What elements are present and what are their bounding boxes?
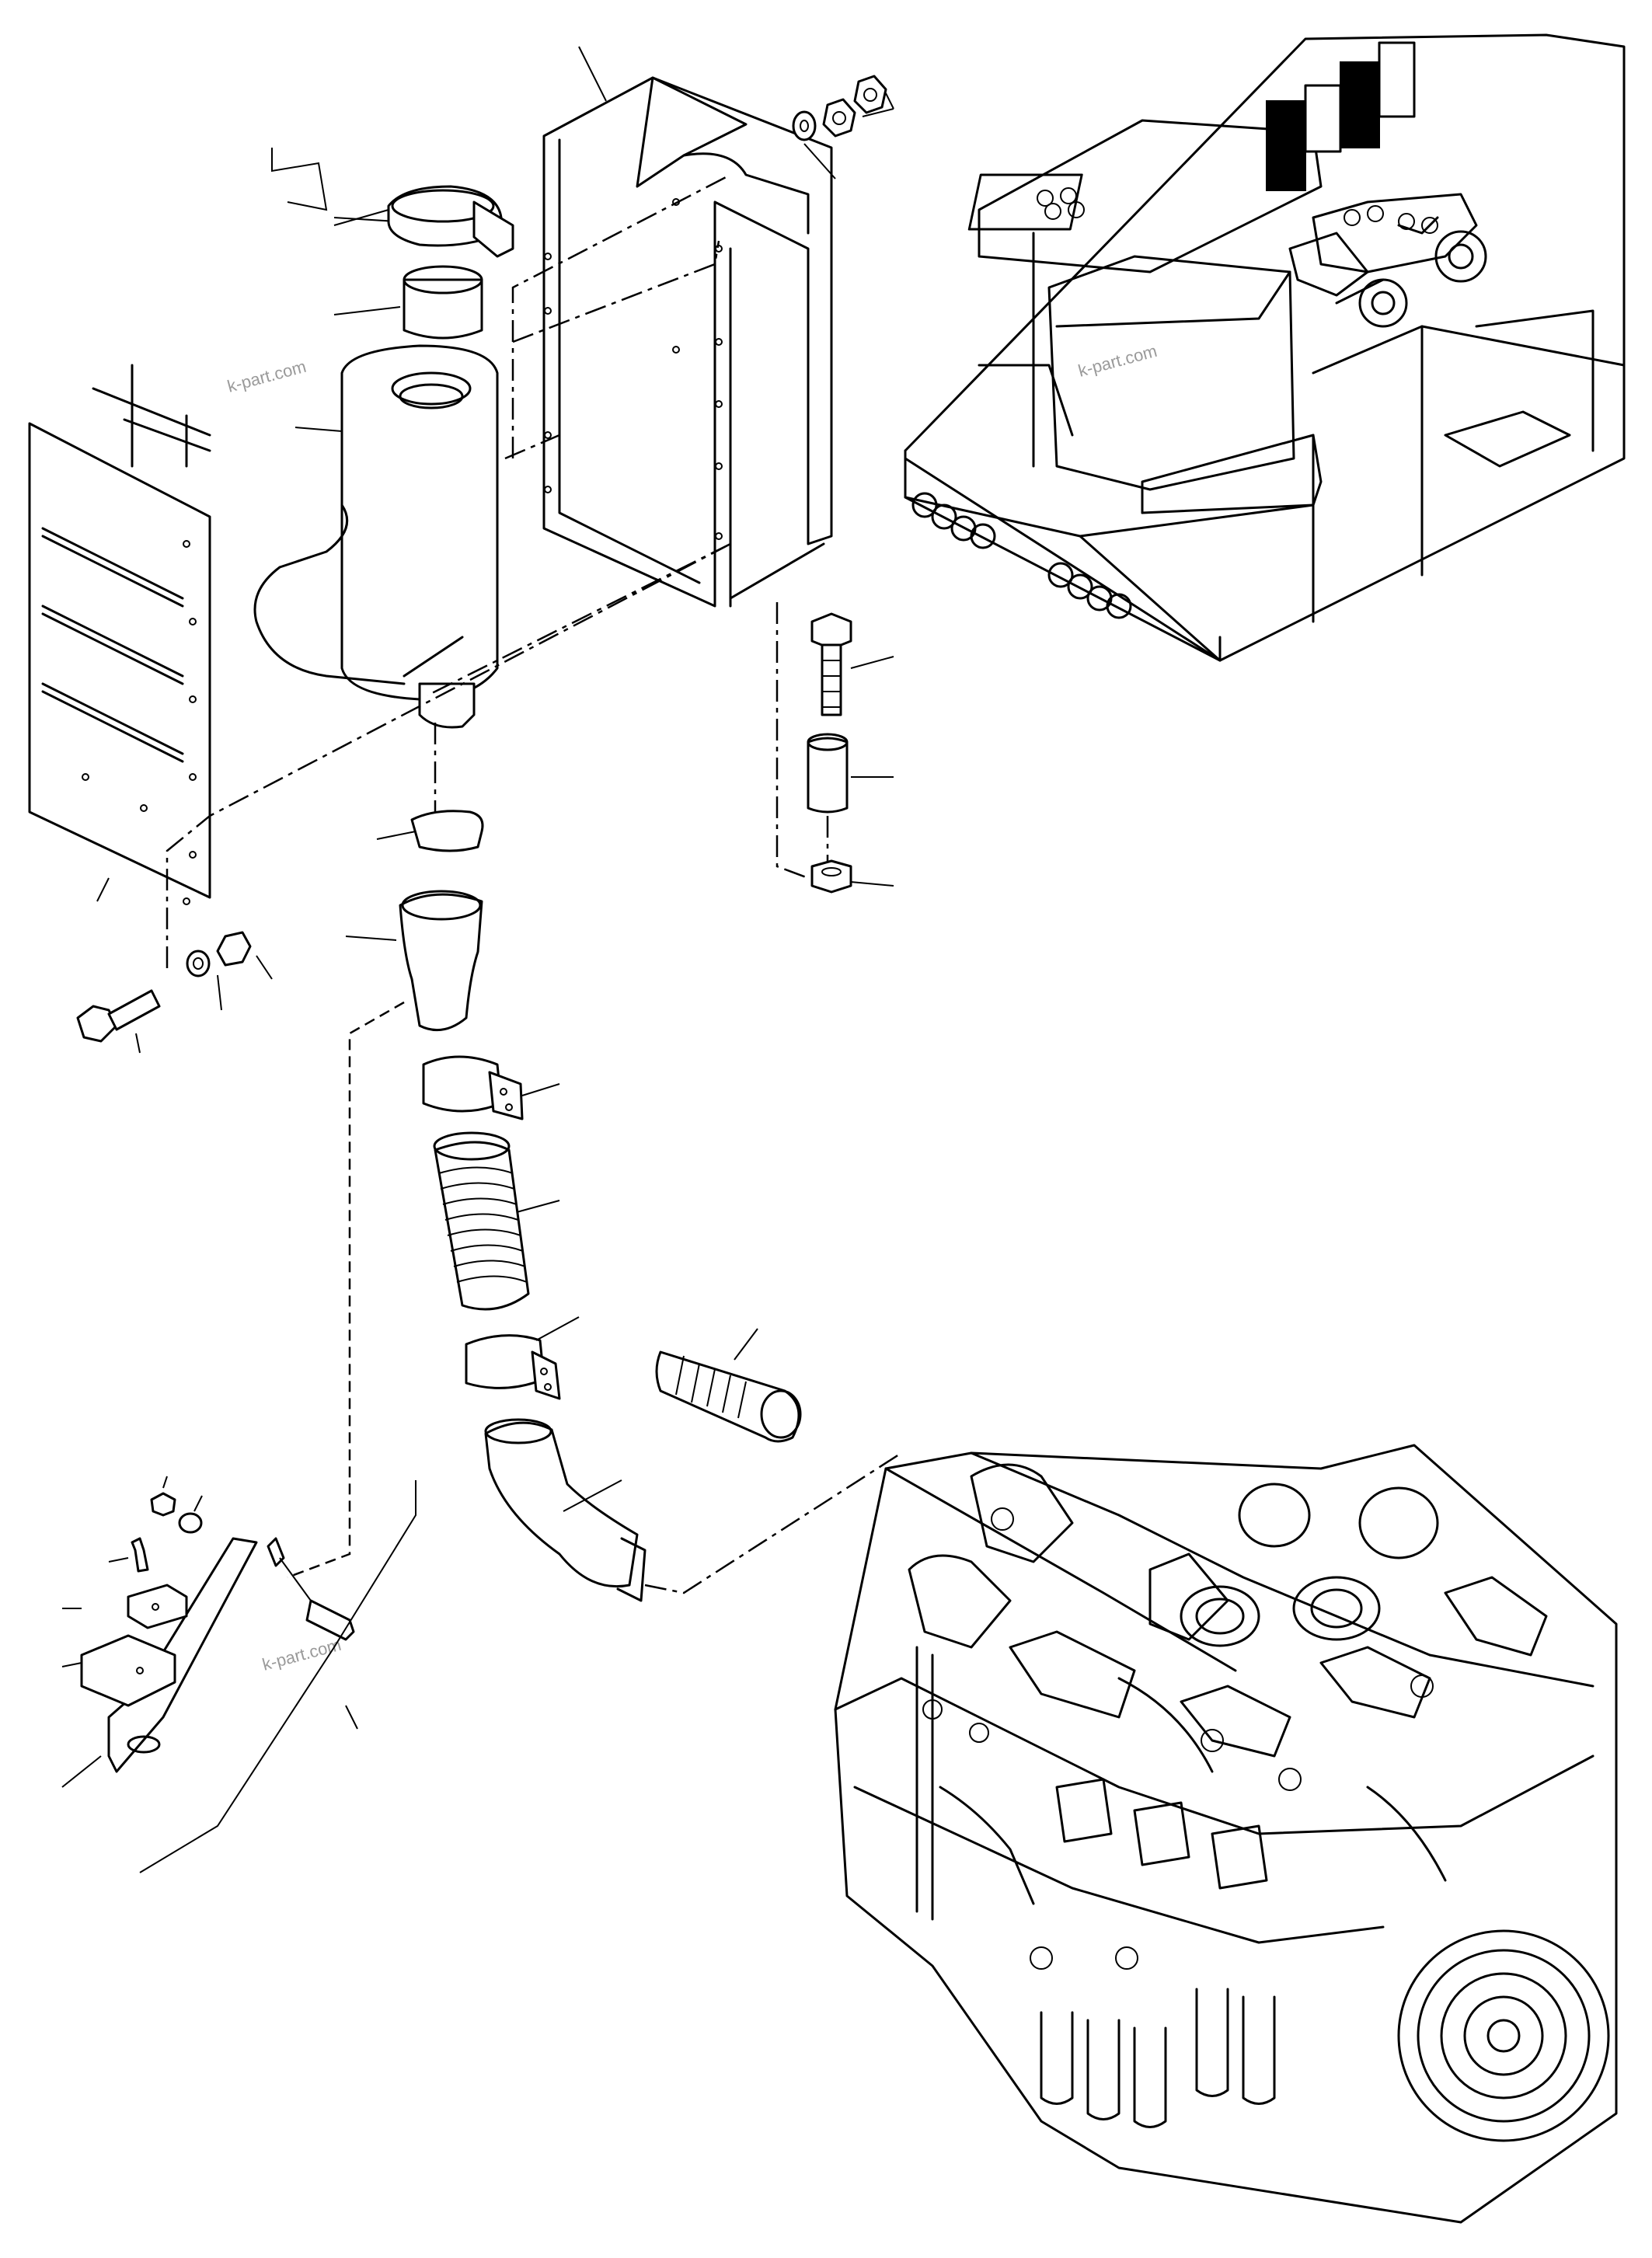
bolt-spacer-nut [807, 612, 894, 894]
pump-group [1288, 193, 1487, 328]
washer-nuts-top [792, 75, 894, 179]
track-rollers [911, 492, 1132, 619]
watermark: k-part.com [225, 357, 308, 396]
connection-lines [166, 173, 902, 1594]
leader-support [139, 1480, 416, 1873]
machine-overview [904, 33, 1626, 662]
loose-bellows [655, 1328, 802, 1443]
watermark: k-part.com [260, 1635, 343, 1674]
filter-cap [333, 185, 514, 258]
clamp-upper [422, 1055, 560, 1120]
watermark: k-part.com [1076, 341, 1159, 381]
air-filter [253, 148, 499, 729]
engine [834, 1444, 1618, 2224]
sleeve [333, 265, 483, 340]
bracket-housing [542, 46, 833, 608]
flex-bellows [433, 1131, 560, 1311]
support-bracket [61, 1476, 358, 1788]
reducer-elbow [345, 890, 483, 1032]
clamp-lower [465, 1316, 580, 1400]
hose-clamp-top [376, 810, 484, 852]
side-panel [28, 364, 211, 905]
bolt-washer-nut-left [76, 931, 273, 1054]
elbow-pipe [484, 1418, 647, 1602]
